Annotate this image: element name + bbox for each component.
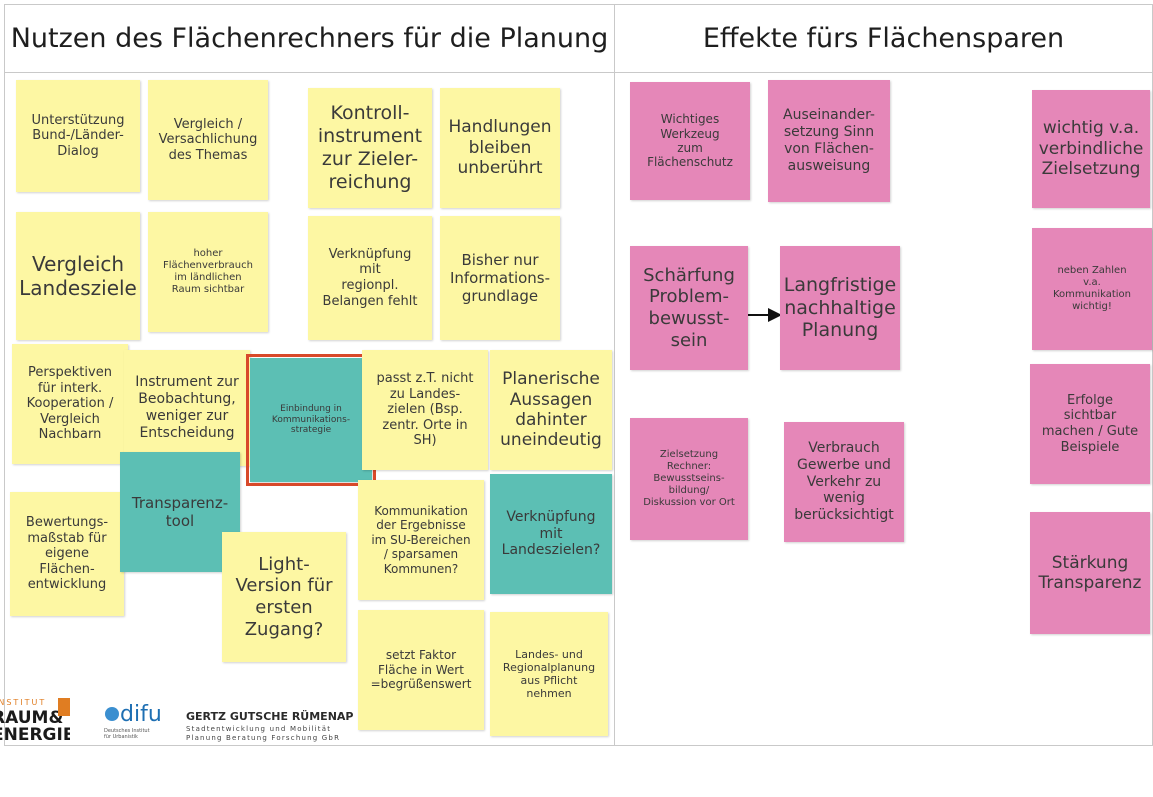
difu-label: difu [120, 702, 162, 727]
gertz-name-main: GERTZ GUTSCHE RÜMEN [186, 710, 337, 723]
whiteboard: Nutzen des Flächenrechners für die Planu… [0, 4, 1153, 746]
sticky-note-neben-zahlen[interactable]: neben Zahlen v.a. Kommunikation wichtig! [1032, 228, 1152, 350]
right-frame-title: Effekte fürs Flächensparen [615, 5, 1152, 73]
sticky-note-hoher-flaechenverbrauch[interactable]: hoher Flächenverbrauch im ländlichen Rau… [148, 212, 268, 332]
sticky-note-schaerfung[interactable]: Schärfung Problem- bewusst- sein [630, 246, 748, 370]
sticky-note-transparenztool[interactable]: Transparenz- tool [120, 452, 240, 572]
gertz-line2: Planung Beratung Forschung GbR [186, 734, 341, 742]
sticky-note-landes-regionalplanung[interactable]: Landes- und Regionalplanung aus Pflicht … [490, 612, 608, 736]
sticky-note-kontrollinstrument[interactable]: Kontroll- instrument zur Zieler- reichun… [308, 88, 432, 208]
sticky-note-passt-zt-nicht[interactable]: passt z.T. nicht zu Landes- zielen (Bsp.… [362, 350, 488, 470]
sticky-note-wichtiges-werkzeug[interactable]: Wichtiges Werkzeug zum Flächenschutz [630, 82, 750, 200]
gertz-name: GERTZ GUTSCHE RÜMENAP [186, 710, 353, 723]
difu-logo: difu Deutsches Institut für Urbanistik [104, 702, 174, 744]
sticky-note-zielsetzung-rechner[interactable]: Zielsetzung Rechner: Bewusstseins- bildu… [630, 418, 748, 540]
sticky-note-verknuepfung-landeszielen[interactable]: Verknüpfung mit Landeszielen? [490, 474, 612, 594]
sticky-note-langfristige[interactable]: Langfristige nachhaltige Planung [780, 246, 900, 370]
sticky-note-unterstuetzung[interactable]: Unterstützung Bund-/Länder- Dialog [16, 80, 140, 192]
difu-sub-label: Deutsches Institut für Urbanistik [104, 728, 150, 740]
energie-label: ENERGIE [0, 725, 70, 744]
sticky-note-auseinandersetzung[interactable]: Auseinander- setzung Sinn von Flächen- a… [768, 80, 890, 202]
sticky-note-kommunikation-ergebnisse[interactable]: Kommunikation der Ergebnisse im SU-Berei… [358, 480, 484, 600]
sticky-note-instrument-beobachtung[interactable]: Instrument zur Beobachtung, weniger zur … [124, 350, 250, 466]
sticky-note-vergleich-landesziele[interactable]: Vergleich Landesziele [16, 212, 140, 340]
raum-energie-logo: INSTITUT RAUM& ENERGIE [0, 698, 70, 744]
sticky-note-setzt-faktor[interactable]: setzt Faktor Fläche in Wert =begrüßenswe… [358, 610, 484, 730]
sticky-note-verknuepfung-regionpl[interactable]: Verknüpfung mit regionpl. Belangen fehlt [308, 216, 432, 340]
difu-dot [105, 707, 119, 721]
sticky-note-planerische-aussagen[interactable]: Planerische Aussagen dahinter uneindeuti… [490, 350, 612, 470]
gertz-line1: Stadtentwicklung und Mobilität [186, 725, 332, 733]
gertz-logo: GERTZ GUTSCHE RÜMENAP Stadtentwicklung u… [186, 710, 376, 744]
sticky-note-handlungen[interactable]: Handlungen bleiben unberührt [440, 88, 560, 208]
sticky-note-vergleich-versachlichung[interactable]: Vergleich / Versachlichung des Themas [148, 80, 268, 200]
sticky-note-erfolge-sichtbar[interactable]: Erfolge sichtbar machen / Gute Beispiele [1030, 364, 1150, 484]
sticky-note-staerkung-transparenz[interactable]: Stärkung Transparenz [1030, 512, 1150, 634]
sticky-note-perspektiven[interactable]: Perspektiven für interk. Kooperation / V… [12, 344, 128, 464]
sticky-note-bisher-nur[interactable]: Bisher nur Informations- grundlage [440, 216, 560, 340]
sticky-note-verbrauch-gewerbe[interactable]: Verbrauch Gewerbe und Verkehr zu wenig b… [784, 422, 904, 542]
raum-logo-square [58, 698, 70, 716]
institut-label: INSTITUT [0, 698, 47, 707]
sticky-note-bewertungsmassstab[interactable]: Bewertungs- maßstab für eigene Flächen- … [10, 492, 124, 616]
gertz-name-cont: AP [336, 710, 354, 723]
sticky-note-light-version[interactable]: Light- Version für ersten Zugang? [222, 532, 346, 662]
raum-label: RAUM& [0, 708, 64, 728]
sticky-note-einbindung[interactable]: Einbindung in Kommunikations- strategie [246, 354, 376, 486]
sticky-note-wichtig-va[interactable]: wichtig v.a. verbindliche Zielsetzung [1032, 90, 1150, 208]
left-frame-title: Nutzen des Flächenrechners für die Planu… [5, 5, 614, 73]
